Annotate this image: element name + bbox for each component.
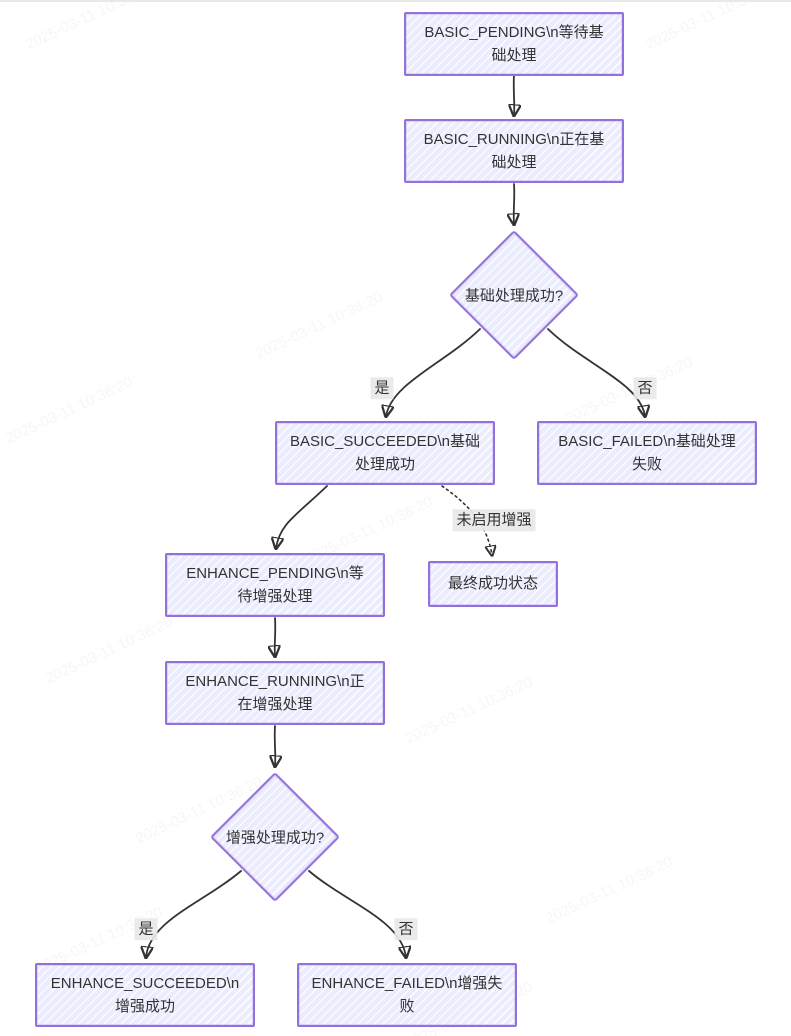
edge-label-no-enhance: 否 [394,918,418,940]
edge-basic-pending-to-basic-running [514,75,515,115]
node-label: BASIC_PENDING\n等待基础处理 [424,23,604,64]
watermark-text: 2025-03-11 10:36:20 [252,288,386,363]
node-label: ENHANCE_SUCCEEDED\n增强成功 [50,974,240,1015]
watermark-text: 2025-03-11 10:36:20 [42,613,176,688]
node-label: ENHANCE_RUNNING\n正在增强处理 [185,672,365,713]
watermark-text: 2025-03-11 10:36:20 [542,853,676,928]
node-basic-succeeded: BASIC_SUCCEEDED\n基础处理成功 [275,421,495,485]
node-enhance-pending: ENHANCE_PENDING\n等待增强处理 [165,553,385,617]
watermark-text: 2025-03-11 10:36:20 [2,373,136,448]
edge-enhance-pending-to-enhance-running [275,617,276,656]
node-label: 最终成功状态 [447,575,538,593]
node-enhance-running: ENHANCE_RUNNING\n正在增强处理 [165,661,385,725]
edge-enhance-decision-to-enhance-failed [308,870,406,957]
node-basic-running: BASIC_RUNNING\n正在基础处理 [404,119,624,183]
node-basic-failed: BASIC_FAILED\n基础处理失败 [537,421,757,485]
watermark-text: 2025-03-11 10:36:20 [402,673,536,748]
watermark-text: 2025-03-11 10:36:20 [562,353,696,428]
node-label: ENHANCE_PENDING\n等待增强处理 [186,564,364,605]
edge-enhance-decision-to-enhance-succeeded [146,870,242,957]
node-label: ENHANCE_FAILED\n增强失败 [311,974,503,1015]
edge-enhance-running-to-enhance-decision [275,725,276,766]
watermark-text: 2025-03-11 10:36:20 [642,0,776,54]
node-label: 增强处理成功? [225,829,325,847]
edge-basic-decision-to-basic-succeeded [386,328,481,416]
node-enhance-succeeded: ENHANCE_SUCCEEDED\n增强成功 [35,963,255,1027]
node-label: 基础处理成功? [464,287,564,305]
node-label: BASIC_SUCCEEDED\n基础处理成功 [289,432,481,473]
edge-basic-running-to-basic-decision [514,183,515,224]
node-enhance-failed: ENHANCE_FAILED\n增强失败 [297,963,517,1027]
edge-basic-succeeded-to-enhance-pending [276,485,328,548]
node-label: BASIC_RUNNING\n正在基础处理 [423,130,605,171]
edge-label-no-basic: 否 [633,377,657,399]
edge-label-yes-basic: 是 [370,377,394,399]
edge-basic-decision-to-basic-failed [547,328,645,416]
edge-label-enhance-disabled: 未启用增强 [452,509,536,531]
node-basic-decision: 基础处理成功? [448,229,580,361]
watermark-text: 2025-03-11 10:36:20 [22,0,156,54]
node-final-success: 最终成功状态 [428,561,558,607]
node-basic-pending: BASIC_PENDING\n等待基础处理 [404,12,624,76]
edge-label-yes-enhance: 是 [134,918,158,940]
node-enhance-decision: 增强处理成功? [209,771,341,903]
node-label: BASIC_FAILED\n基础处理失败 [558,432,736,473]
